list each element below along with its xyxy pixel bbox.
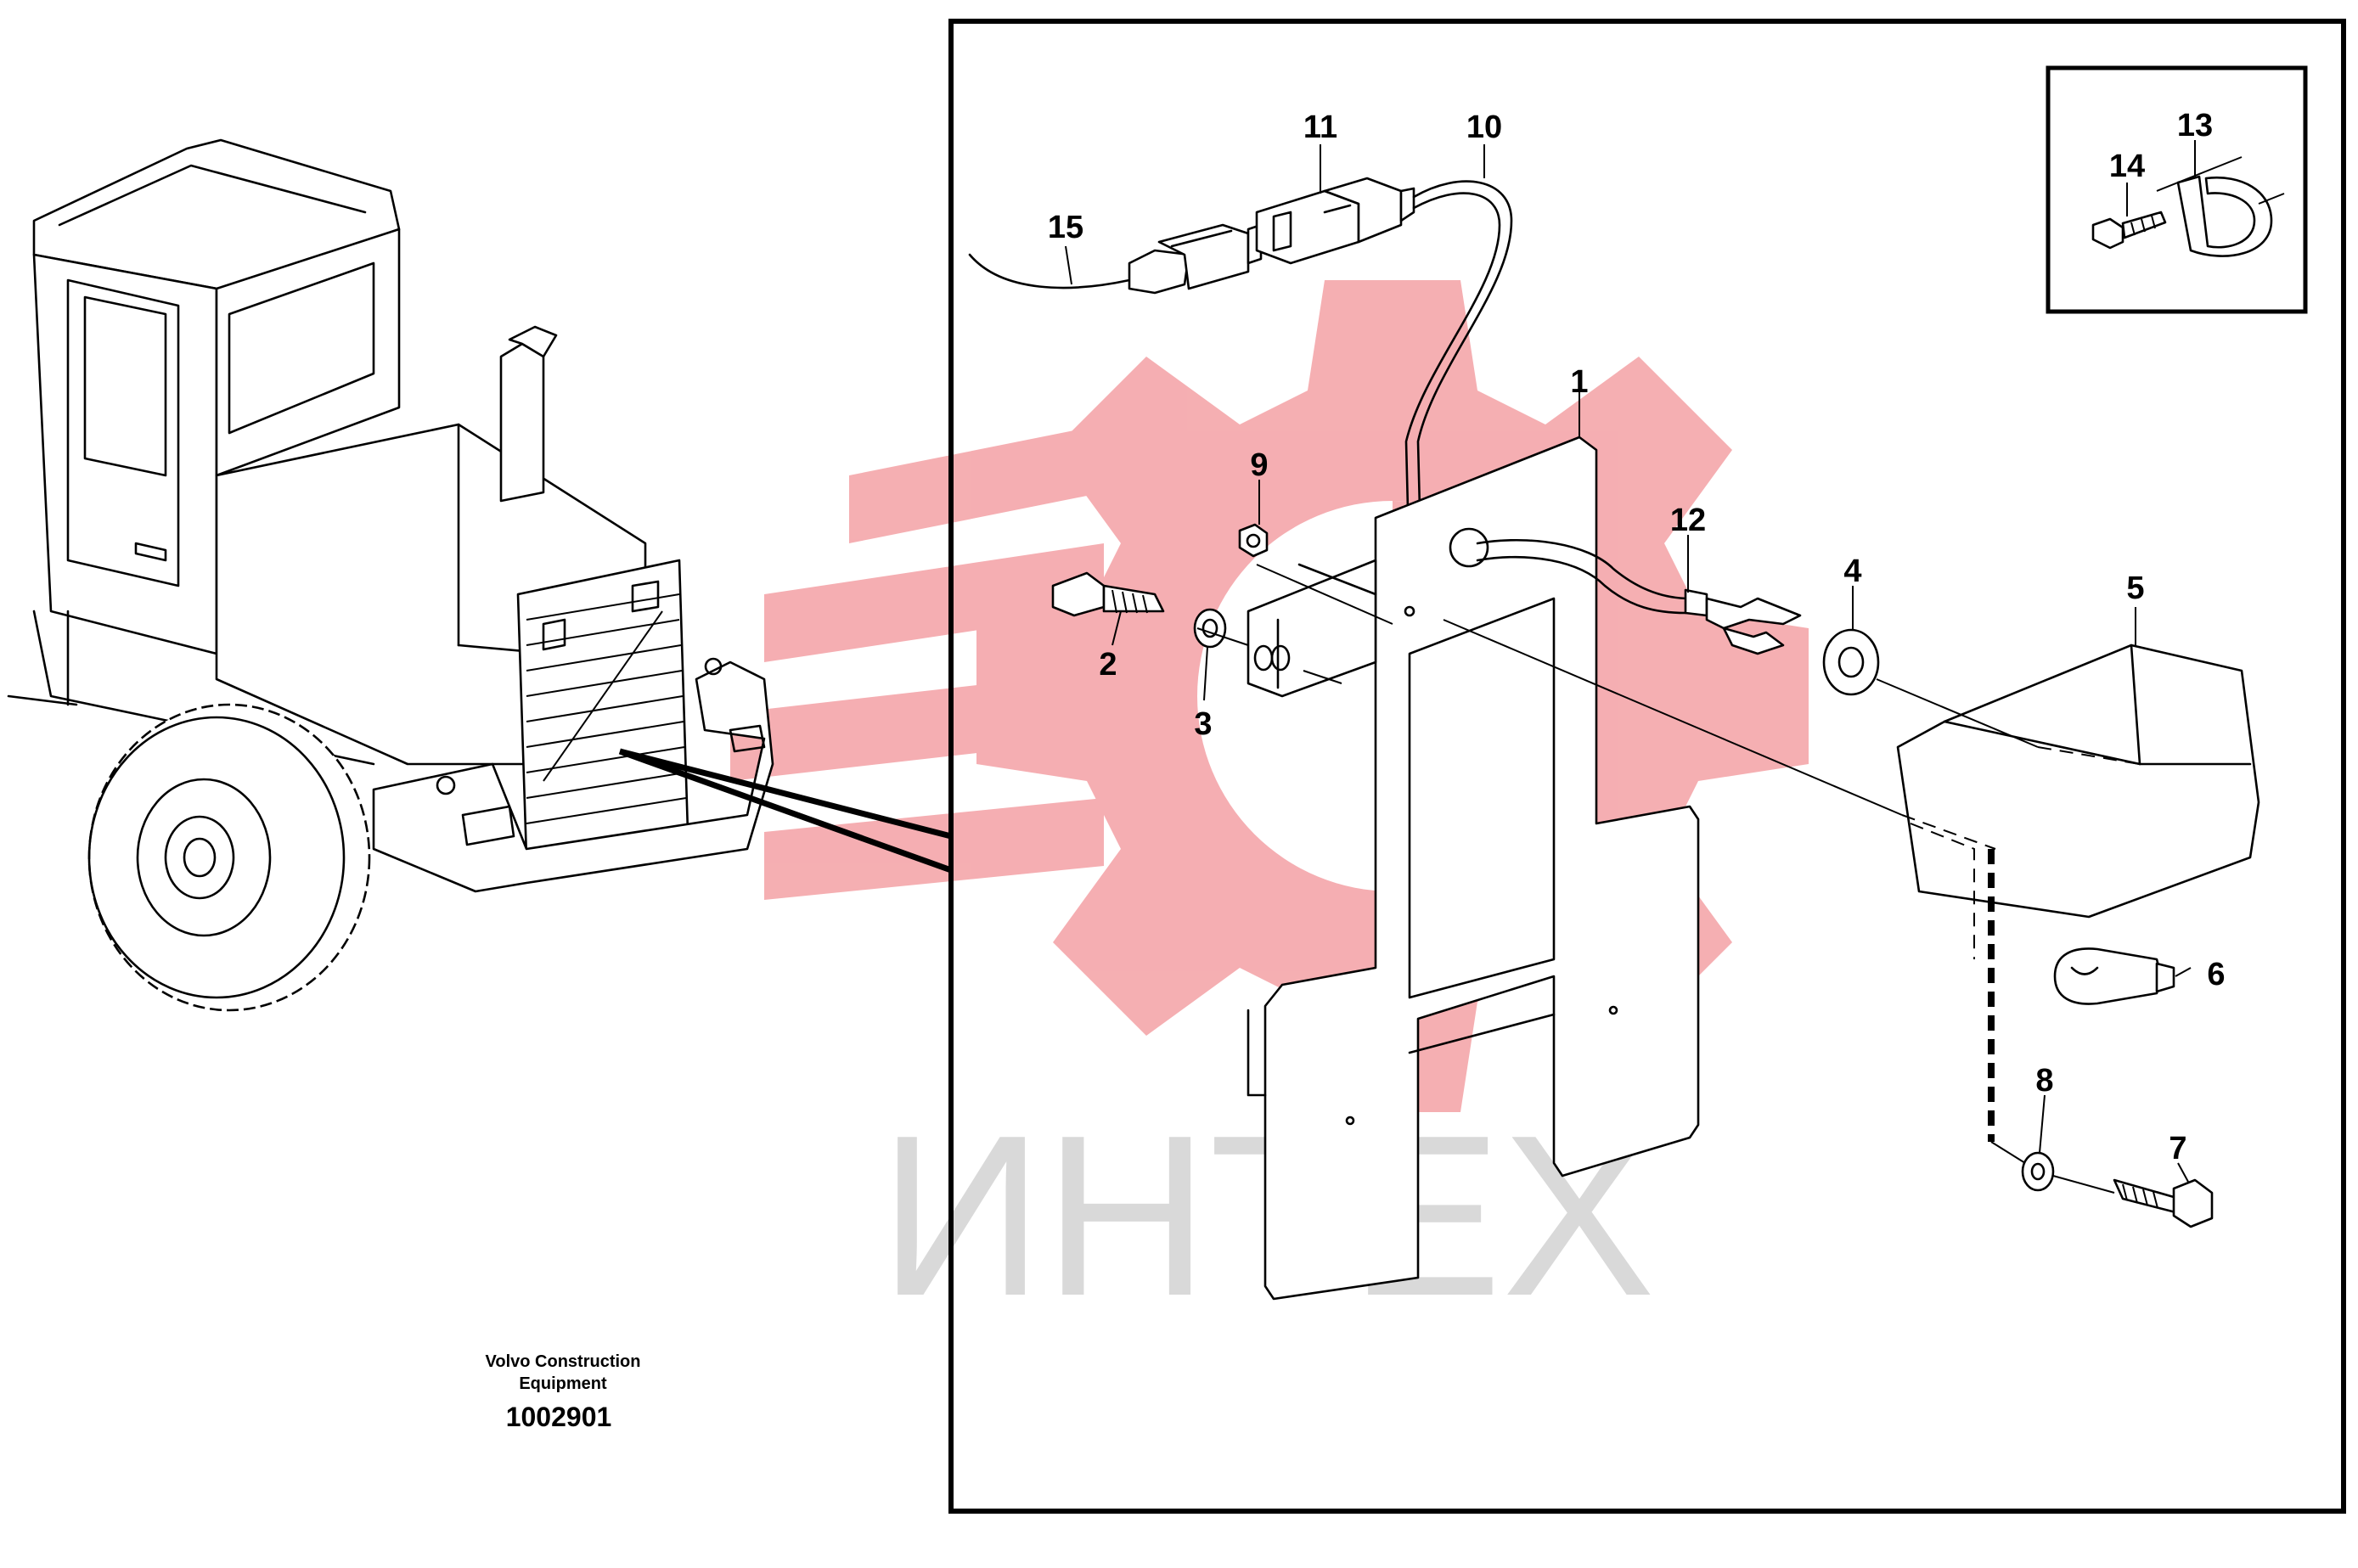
callout-6: 6 (2207, 957, 2225, 992)
callout-2: 2 (1099, 647, 1117, 683)
callout-12: 12 (1670, 503, 1706, 538)
callout-8: 8 (2035, 1063, 2053, 1099)
wheel-icon (87, 703, 371, 1012)
callout-14: 14 (2109, 149, 2145, 184)
detail-frame (948, 19, 2346, 1514)
callout-1: 1 (1570, 364, 1588, 400)
callout-3: 3 (1194, 706, 1212, 742)
callout-labels: 1 2 3 4 5 6 7 8 9 10 11 12 13 14 15 (1048, 108, 2226, 1166)
callout-13: 13 (2177, 108, 2213, 143)
callout-10: 10 (1466, 110, 1502, 145)
caption: Volvo Construction Equipment 1002901 (486, 1352, 641, 1432)
detail-leader-lines (618, 748, 953, 874)
callout-5: 5 (2126, 570, 2144, 606)
callout-11: 11 (1303, 110, 1337, 145)
callout-4: 4 (1843, 554, 1861, 589)
caption-number: 1002901 (506, 1402, 612, 1432)
caption-company: Volvo Construction (486, 1352, 641, 1371)
inset-frame (2046, 65, 2308, 314)
parts-drawing (968, 156, 2285, 1301)
caption-company-line2: Equipment (519, 1374, 607, 1393)
wheel-loader-illustration (7, 138, 774, 1012)
callout-leaders (1065, 140, 2196, 1183)
callout-7: 7 (2169, 1131, 2186, 1166)
callout-15: 15 (1048, 210, 1083, 245)
callout-9: 9 (1250, 447, 1268, 483)
